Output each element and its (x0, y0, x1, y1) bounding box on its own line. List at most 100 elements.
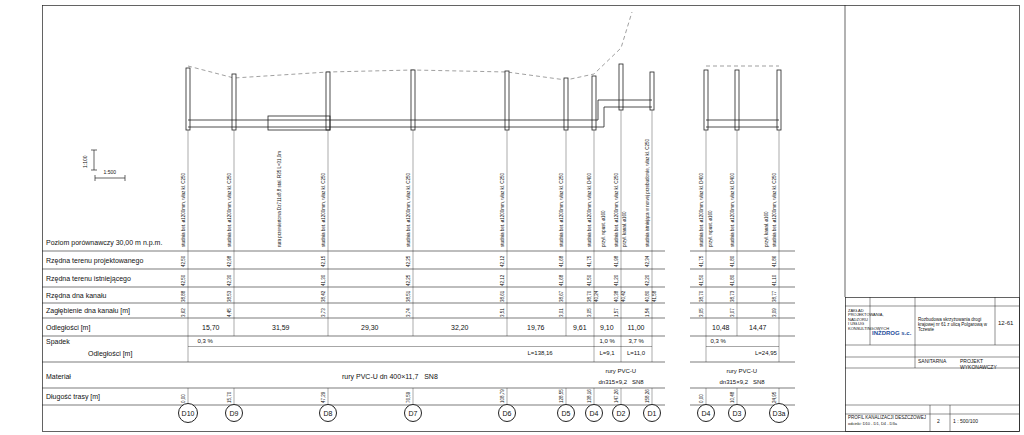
vertical-annotation: 76,59 (407, 392, 412, 403)
table-text: 19,76 (527, 324, 545, 331)
title-block (846, 298, 1020, 432)
table-text: 29,30 (361, 324, 379, 331)
table-text: Materiał (46, 373, 71, 380)
table-text: Długość trasy [m] (46, 393, 100, 400)
table-text: Zagłębienie dna kanału [m] (46, 307, 130, 314)
vertical-annotation: 40,80 (646, 291, 651, 302)
vertical-annotation: 3,09 (773, 308, 778, 317)
vertical-annotation: 38,61 (501, 291, 506, 302)
station-label: D8 (324, 410, 333, 417)
vertical-annotation: studnia bet. ø1200mm, właz kl. D400 (700, 173, 705, 247)
vertical-annotation: przył. kanał. ø160 (765, 211, 770, 247)
vertical-annotation: 42,15 (322, 256, 327, 267)
table-text: 0,3 % (198, 338, 213, 344)
vertical-annotation: studnia bet. ø1200mm, właz kl. C250 (322, 173, 327, 247)
vertical-annotation: 41,75 (700, 256, 705, 267)
station-circle: D8 (319, 404, 337, 422)
table-text: 1,0 % (600, 338, 615, 344)
table-text: Rzędna dna kanału (46, 292, 106, 299)
station-label: D5 (562, 410, 571, 417)
table-text: 0,3 % (711, 338, 726, 344)
table-text: L=24,95 (755, 350, 777, 356)
station-circle: D2 (612, 404, 630, 422)
vertical-annotation: 41,50 (588, 275, 593, 286)
station-circle: D10 (178, 403, 198, 423)
manhole (232, 74, 236, 130)
table-text: L=11,0 (627, 350, 645, 356)
title-block-text: PROJEKT WYKONAWCZY (960, 359, 1018, 370)
vertical-annotation: 40,38 (615, 291, 620, 302)
vertical-annotation: 42,98 (228, 256, 233, 267)
station-circle: D1 (643, 404, 661, 422)
table-text: Rzędna terenu projektowanego (46, 257, 143, 264)
title-block-text: SANITARNA (918, 359, 958, 365)
vertical-annotation: 138,16 (588, 389, 593, 403)
vertical-annotation: 42,50 (182, 275, 187, 286)
vertical-annotation: 42,25 (407, 275, 412, 286)
pipe-invert (706, 127, 779, 128)
vertical-annotation: studnia bet. ø1200mm, właz kl. D400 (588, 173, 593, 247)
title-block-text: PROFIL KANALIZACJI DESZCZOWEJ (848, 416, 928, 421)
pipe-crown (706, 120, 779, 121)
vertical-annotation: 40,24 (595, 291, 600, 302)
table-text: rury PVC-U (606, 368, 637, 374)
vertical-annotation: 42,25 (407, 256, 412, 267)
vertical-annotation: studnia bet. ø1200mm, właz kl. C250 (182, 173, 187, 247)
manhole (619, 64, 623, 110)
vertical-annotation: 3,51 (501, 308, 506, 317)
vertical-annotation: 1,57 (615, 308, 620, 317)
vertical-annotation: 3,01 (560, 308, 565, 317)
station-label: D3 (733, 410, 742, 417)
pipe-invert (188, 107, 652, 127)
vertical-annotation: 41,50 (700, 275, 705, 286)
vertical-annotation: 42,20 (646, 275, 651, 286)
station-circle: D9 (225, 404, 243, 422)
station-label: D6 (503, 410, 512, 417)
title-block-text: 12-61 (998, 320, 1018, 327)
table-text: 9,61 (573, 324, 587, 331)
vertical-annotation: studnia bet. ø1200mm, właz kl. C250 (407, 173, 412, 247)
table-text: 1:500 (104, 170, 117, 175)
table-text: dn315×9,2 SN8 (599, 379, 644, 385)
table-text: 32,20 (451, 324, 469, 331)
vertical-annotation: 41,86 (773, 256, 778, 267)
vertical-annotation: studnia bet. ø1200mm, właz kl. C250 (560, 173, 565, 247)
vertical-annotation: 158,26 (646, 389, 651, 403)
vertical-annotation: studnia bet. ø1200mm, właz kl. C250 (773, 173, 778, 247)
vertical-annotation: 42,12 (501, 275, 506, 286)
station-circle: D4 (697, 404, 715, 422)
vertical-annotation: 42,30 (228, 275, 233, 286)
vertical-annotation: przył. wpust. ø160 (602, 210, 607, 247)
vertical-annotation: 0,00 (700, 394, 705, 403)
vertical-annotation: 41,68 (560, 256, 565, 267)
vertical-annotation: 3,62 (182, 308, 187, 317)
table-text: rury PVC-U (727, 368, 758, 374)
sheet-frame (43, 6, 1020, 432)
vertical-annotation: 108,79 (501, 389, 506, 403)
vertical-annotation: 4,45 (228, 308, 233, 317)
vertical-annotation: 38,70 (700, 291, 705, 302)
title-block-text: INŻDROG s.c. (872, 330, 914, 337)
manhole (704, 70, 708, 130)
vertical-annotation: przył. kanał. ø160 (623, 211, 628, 247)
vertical-annotation: 41,10 (773, 275, 778, 286)
terrain-line (706, 66, 779, 67)
vertical-annotation: 42,50 (182, 256, 187, 267)
vertical-annotation: 0,00 (182, 394, 187, 403)
station-label: D3a (773, 410, 786, 417)
vertical-annotation: 38,77 (773, 291, 778, 302)
vertical-annotation: 41,58 (653, 291, 658, 302)
table-line (690, 251, 795, 405)
vertical-annotation: 38,53 (228, 291, 233, 302)
table-text: rury PVC-U dn 400×11,7 SN8 (342, 373, 438, 380)
manhole (650, 72, 654, 110)
table-text: 11,00 (628, 324, 645, 331)
manhole (777, 70, 781, 130)
title-grid (845, 297, 1019, 431)
manhole (592, 76, 596, 130)
vertical-annotation: 42,12 (501, 256, 506, 267)
vertical-annotation: przył. wpust. ø160 (709, 210, 714, 247)
station-label: D2 (617, 410, 626, 417)
station-label: D9 (230, 410, 239, 417)
